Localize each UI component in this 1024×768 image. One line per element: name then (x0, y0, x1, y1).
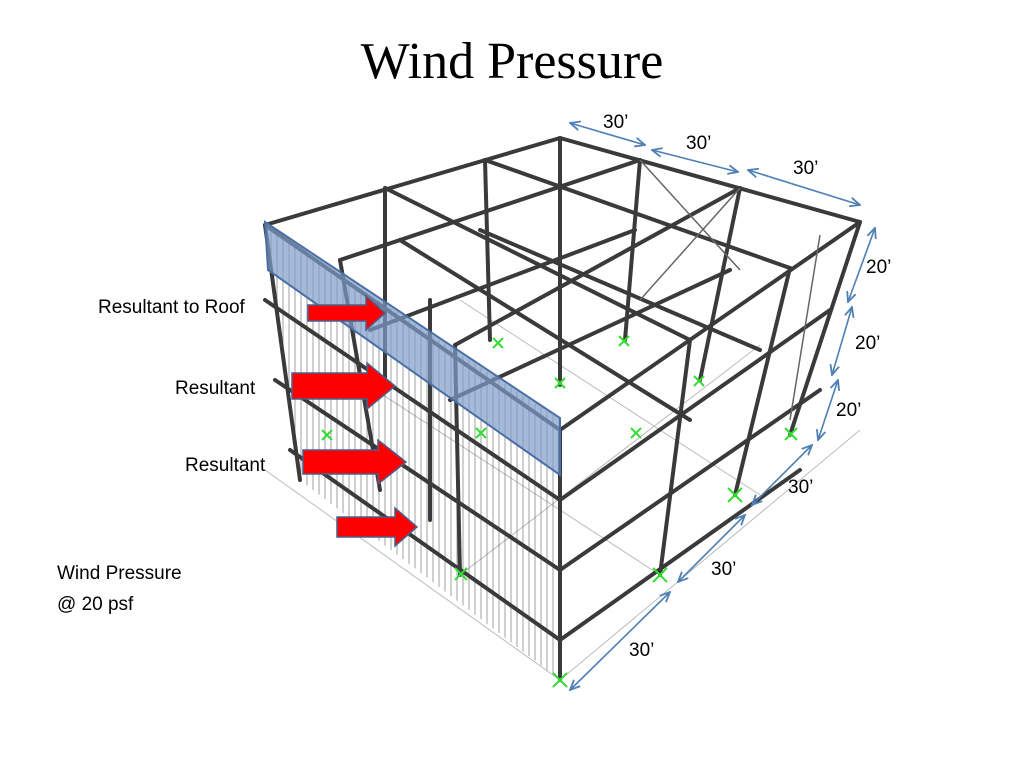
dim-top-1: 30’ (603, 112, 629, 133)
dim-side-2: 30’ (711, 559, 737, 580)
dim-side-3: 30’ (629, 640, 655, 661)
dim-height-1: 20’ (866, 257, 892, 278)
dim-height-3: 20’ (836, 400, 862, 421)
front-wall-hatch (265, 225, 560, 680)
roof-resultant-arrow (307, 294, 387, 332)
resultant-arrow-upper (291, 361, 397, 411)
resultant-arrow-lower (336, 506, 419, 548)
resultant-arrow-middle (302, 438, 408, 486)
label-resultant-middle: Resultant (185, 455, 266, 476)
label-pressure-value: @ 20 psf (57, 594, 134, 615)
roof-edge-panel (263, 220, 561, 477)
bracing (639, 159, 821, 421)
label-resultant-roof: Resultant to Roof (98, 297, 245, 318)
dim-height-2: 20’ (855, 333, 881, 354)
dim-top-3: 30’ (793, 158, 819, 179)
label-resultant-upper: Resultant (175, 378, 256, 399)
slide-title: Wind Pressure (360, 33, 664, 90)
support-markers (321, 335, 798, 688)
dimension-lines (570, 123, 875, 690)
resultant-arrows (291, 294, 419, 548)
dim-top-2: 30’ (686, 133, 712, 154)
label-wind-pressure: Wind Pressure (57, 563, 182, 584)
dim-side-1: 30’ (788, 477, 814, 498)
